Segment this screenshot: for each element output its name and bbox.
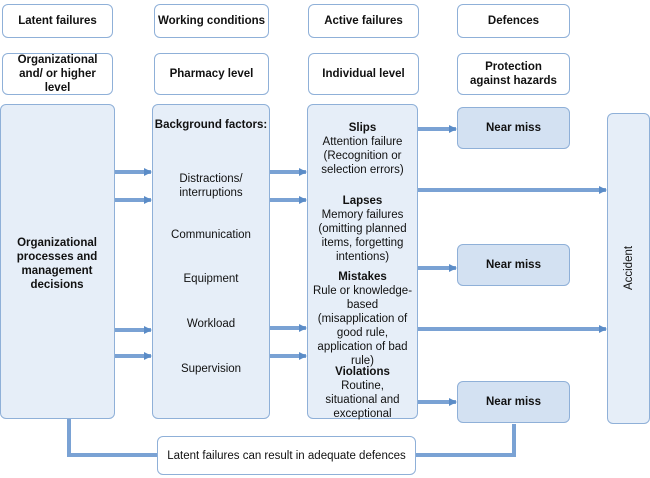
header-working-label: Working conditions [157, 15, 266, 27]
background-item-supervision: Supervision [180, 363, 242, 375]
header-working-conditions: Working conditions [154, 4, 269, 38]
active-slips: Slips Attention failure (Recognition or … [309, 121, 416, 177]
organizational-processes-box [0, 104, 115, 419]
slips-desc: Attention failure (Recognition or select… [321, 136, 404, 176]
violations-title: Violations [335, 366, 390, 378]
near-miss-box-3: Near miss [457, 381, 570, 423]
mistakes-desc: Rule or knowledge-based (misapplication … [312, 285, 413, 367]
active-failures-box [307, 104, 418, 419]
lapses-title: Lapses [342, 195, 383, 207]
near-miss-box-1: Near miss [457, 107, 570, 149]
near-miss-box-2: Near miss [457, 244, 570, 286]
level-pharmacy-label: Pharmacy level [169, 68, 254, 80]
header-latent-label: Latent failures [18, 15, 97, 27]
organizational-processes-label: Organizational processes and management … [16, 237, 98, 291]
level-organizational-label: Organizational and/ or higher level [17, 54, 98, 94]
mistakes-title: Mistakes [338, 271, 387, 283]
level-individual: Individual level [308, 53, 419, 95]
active-mistakes: Mistakes Rule or knowledge-based (misapp… [309, 270, 416, 368]
level-individual-label: Individual level [322, 68, 405, 80]
header-latent-failures: Latent failures [2, 4, 113, 38]
header-active-failures: Active failures [308, 4, 419, 38]
header-active-label: Active failures [324, 15, 403, 27]
header-defences-label: Defences [487, 15, 540, 27]
violations-desc: Routine, situational and exceptional [325, 380, 400, 420]
near-miss-label-1: Near miss [486, 122, 541, 134]
connector-nearmiss-to-footer [416, 424, 516, 457]
header-defences: Defences [457, 4, 570, 38]
footer-latent-defences: Latent failures can result in adequate d… [157, 436, 416, 475]
background-factors-title: Background factors: [154, 119, 268, 131]
active-violations: Violations Routine, situational and exce… [309, 365, 416, 421]
background-item-communication: Communication [171, 229, 251, 241]
background-item-distractions: Distractions/ interruptions [179, 173, 243, 199]
background-factors-box [152, 104, 270, 419]
accident-box [607, 113, 650, 424]
level-protection-label: Protection against hazards [470, 61, 557, 87]
near-miss-label-3: Near miss [486, 396, 541, 408]
background-item-equipment: Equipment [183, 273, 239, 285]
slips-title: Slips [348, 122, 377, 134]
level-organizational: Organizational and/ or higher level [2, 53, 113, 95]
level-pharmacy: Pharmacy level [154, 53, 269, 95]
lapses-desc: Memory failures (omitting planned items,… [318, 209, 407, 263]
accident-label: Accident [623, 245, 635, 291]
background-item-workload: Workload [186, 318, 236, 330]
level-protection: Protection against hazards [457, 53, 570, 95]
near-miss-label-2: Near miss [486, 259, 541, 271]
footer-label: Latent failures can result in adequate d… [167, 449, 406, 462]
connector-org-to-footer [67, 418, 158, 457]
active-lapses: Lapses Memory failures (omitting planned… [309, 194, 416, 264]
